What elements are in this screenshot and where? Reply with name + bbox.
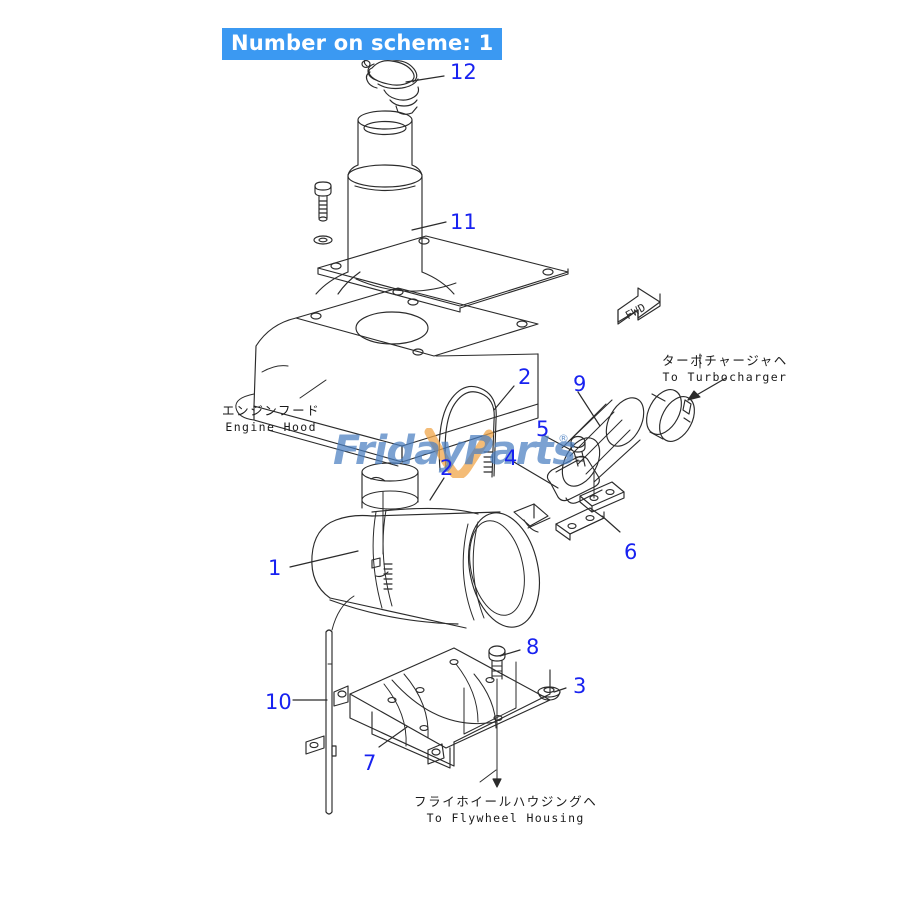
callout-number-8: 8: [526, 635, 540, 659]
fwd-marker-icon: [617, 287, 661, 325]
part-4-clamp-block: [546, 455, 603, 504]
callout-leader-lines: [289, 75, 621, 748]
callout-number-5: 5: [536, 417, 550, 441]
part-5-bolt: [570, 435, 586, 467]
callout-number-10: 10: [265, 690, 292, 714]
callout-number-4: 4: [504, 446, 518, 470]
part-1-muffler: [311, 462, 551, 629]
part-engine-hood: [235, 287, 539, 467]
label-leader-lines: [299, 353, 701, 783]
arrow-to-turbocharger: [687, 377, 727, 401]
callout-number-2: 2: [440, 456, 454, 480]
annotation-to-flywheel-housing: フライホイールハウジングヘ To Flywheel Housing: [414, 791, 597, 825]
annotation-to-flywheel-housing-en: To Flywheel Housing: [426, 811, 585, 825]
annotation-engine-hood: エンジンフード Engine Hood: [222, 400, 320, 434]
callout-number-3: 3: [573, 674, 587, 698]
part-11-flange-plate: [317, 235, 569, 313]
annotation-to-turbocharger-jp: ターボチャージャヘ: [662, 353, 788, 368]
part-7-saddle-bracket: [333, 647, 551, 769]
part-turbo-clamp-ring: [646, 389, 695, 442]
annotation-to-flywheel-housing-jp: フライホイールハウジングヘ: [414, 794, 598, 809]
callout-number-9: 9: [573, 372, 587, 396]
part-8-bolt: [488, 645, 506, 788]
annotation-to-turbocharger: ターボチャージャヘ To Turbocharger: [662, 350, 788, 384]
callout-number-6: 6: [624, 540, 638, 564]
callout-number-2: 2: [518, 365, 532, 389]
annotation-engine-hood-jp: エンジンフード: [222, 403, 321, 418]
part-6-mount-plates: [555, 481, 625, 541]
scheme-number-banner: Number on scheme: 1: [222, 28, 503, 60]
annotation-to-turbocharger-en: To Turbocharger: [662, 370, 788, 384]
callout-number-12: 12: [450, 60, 477, 84]
part-11-exhaust-pipe: [315, 110, 455, 295]
part-12-rain-cap: [361, 57, 420, 115]
part-2-clamp-band-lower: [370, 476, 393, 590]
callout-number-7: 7: [363, 751, 377, 775]
callout-number-1: 1: [268, 556, 282, 580]
callout-number-11: 11: [450, 210, 477, 234]
annotation-engine-hood-en: Engine Hood: [225, 420, 317, 434]
part-3-washer: [537, 686, 561, 701]
part-10-stay-rod: [305, 595, 355, 815]
part-9-flex-pipe: [561, 397, 645, 487]
fastener-bolt-washer-upper: [313, 181, 333, 245]
